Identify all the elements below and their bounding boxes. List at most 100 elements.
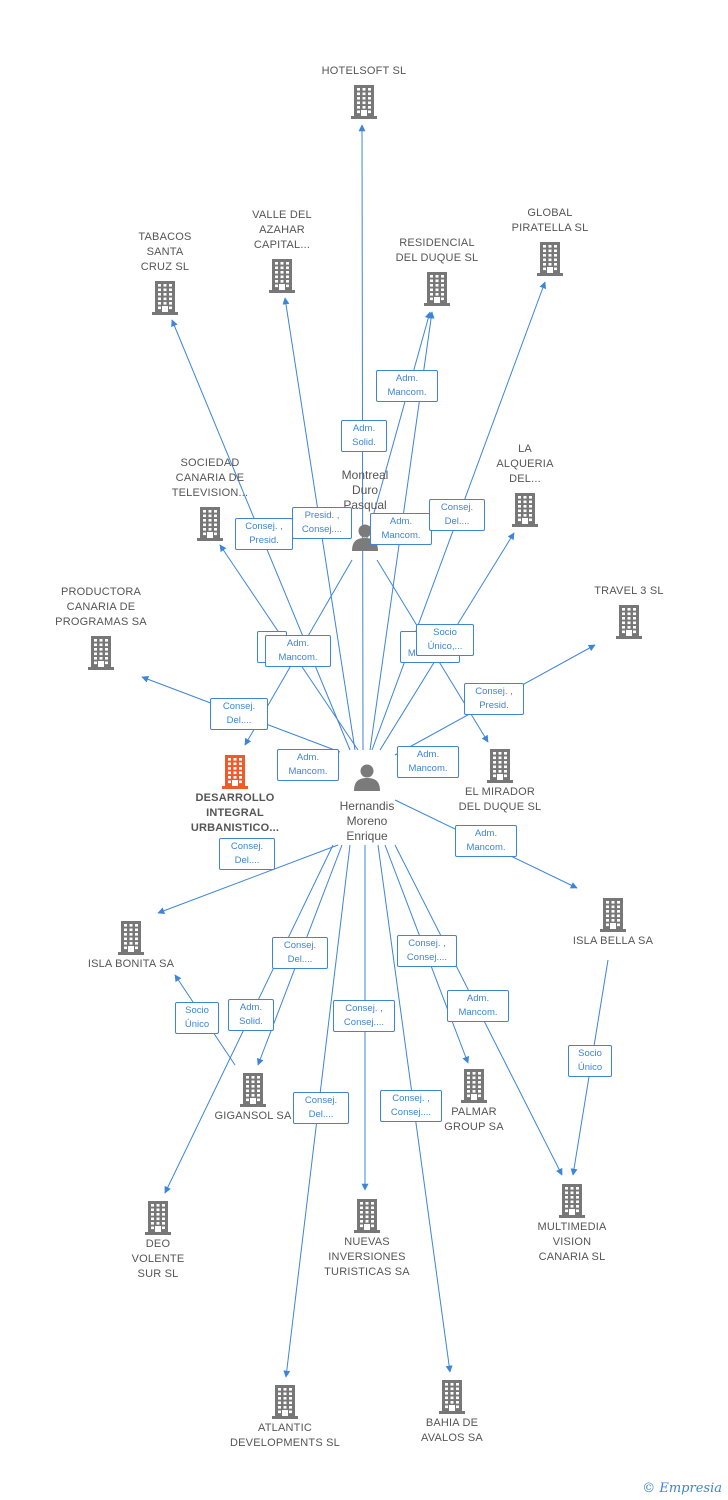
role-label[interactable]: Adm.Mancom. [376, 370, 438, 402]
company-name-line: LA [518, 443, 532, 455]
role-label[interactable]: Consej.Del.... [429, 499, 485, 531]
role-label[interactable]: Consej. ,Consej.... [380, 1090, 442, 1122]
company-name-line: VISION [552, 1236, 592, 1248]
company-name-line: GROUP SA [444, 1121, 504, 1133]
role-label[interactable]: Consej. ,Consej.... [397, 935, 457, 967]
role-label-line: Consej.... [406, 952, 448, 963]
company-name-line: INVERSIONES [328, 1251, 406, 1263]
company-name-line: PIRATELLA SL [511, 222, 589, 234]
company-name: BAHIA DE AVALOS SA [382, 1416, 522, 1446]
person-name-line: Hernandis [339, 799, 395, 813]
role-label-line: Del.... [308, 1109, 334, 1120]
company-name-line: BAHIA DE [425, 1417, 479, 1429]
company-node-travel[interactable]: TRAVEL 3 SL [559, 584, 699, 639]
person-name-line: Montreal [341, 468, 389, 482]
role-label[interactable]: Consej. , Presid. [464, 683, 524, 715]
role-label-line: Único,... [427, 641, 463, 652]
company-name-line: TRAVEL 3 SL [594, 585, 664, 597]
role-label[interactable]: Adm.Mancom. [277, 749, 339, 781]
company-name-line: SUR SL [137, 1268, 179, 1280]
role-label-line: Adm. [389, 516, 413, 527]
building-icon [88, 1201, 228, 1235]
company-name-line: HOTELSOFT SL [321, 65, 407, 77]
role-label-line: Mancom. [408, 763, 448, 774]
role-label[interactable]: Consej. ,Consej.... [333, 1000, 395, 1032]
role-label[interactable]: Consej. ,Presid. [235, 518, 293, 550]
company-name-line: SANTA [146, 246, 184, 258]
role-label[interactable]: Adm.Mancom. [455, 825, 517, 857]
company-node-islabonita[interactable]: ISLA BONITA SA [61, 921, 201, 972]
company-name-line: AZAHAR [259, 224, 305, 236]
role-label-line: Mancom. [278, 652, 318, 663]
company-node-bahia[interactable]: BAHIA DE AVALOS SA [382, 1380, 522, 1446]
role-label[interactable]: Adm.Solid. [341, 420, 387, 452]
role-label[interactable]: Consej.Del.... [219, 838, 275, 870]
building-icon [140, 507, 280, 541]
role-label[interactable]: Adm.Mancom. [397, 746, 459, 778]
company-node-hotelsoft[interactable]: HOTELSOFT SL [294, 64, 434, 119]
role-label-line: Adm. [286, 638, 310, 649]
company-name-line: EL MIRADOR [464, 786, 536, 798]
role-label[interactable]: Adm.Solid. [228, 999, 274, 1031]
role-label-line: Mancom. [381, 530, 421, 541]
role-label-line: Consej. , [345, 1003, 383, 1014]
company-name-line: GIGANSOL SA [214, 1110, 292, 1122]
role-label-line: Consej. [304, 1095, 338, 1106]
role-label-line: Presid. [479, 700, 509, 711]
building-icon [404, 1069, 544, 1103]
person-name-line: Duro [351, 483, 378, 497]
company-name-line: ATLANTIC [258, 1422, 312, 1434]
relation-edge [364, 311, 432, 546]
role-label[interactable]: Presid. ,Consej.... [292, 507, 352, 539]
building-icon [165, 755, 305, 789]
company-node-gigansol[interactable]: GIGANSOL SA [183, 1073, 323, 1124]
company-name-line: MULTIMEDIA [537, 1221, 607, 1233]
role-label-line: Del.... [444, 516, 470, 527]
company-name-line: CRUZ SL [140, 261, 190, 273]
building-icon [502, 1184, 642, 1218]
role-label[interactable]: Consej.Del.... [272, 937, 328, 969]
company-name-line: AVALOS SA [421, 1432, 483, 1444]
role-label[interactable]: Consej.Del.... [210, 698, 268, 730]
role-label[interactable]: Consej. Del.... [293, 1092, 349, 1124]
role-label[interactable]: Adm.Mancom. [447, 990, 509, 1022]
role-label[interactable]: Adm. Mancom. [265, 635, 331, 667]
building-icon [212, 259, 352, 293]
building-icon [382, 1380, 522, 1414]
brand-logo[interactable]: © Empresia [642, 1481, 722, 1496]
building-icon [215, 1385, 355, 1419]
role-label-line: Consej. , [475, 686, 513, 697]
company-name-line: NUEVAS [344, 1236, 390, 1248]
role-label[interactable]: Adm. Mancom. [370, 513, 432, 545]
company-node-islabella[interactable]: ISLA BELLA SA [543, 898, 683, 949]
building-icon [294, 85, 434, 119]
role-label-line: Consej.... [301, 524, 343, 535]
person-icon[interactable] [353, 763, 381, 791]
